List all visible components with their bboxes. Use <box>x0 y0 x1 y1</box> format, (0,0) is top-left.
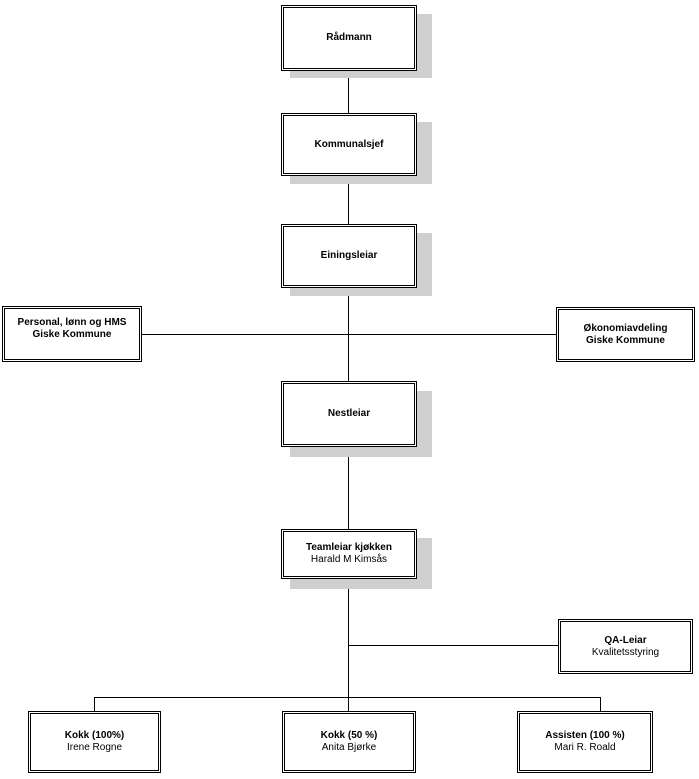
node-title: Kommunalsjef <box>314 138 384 150</box>
connector-teamleiar-children <box>348 579 349 697</box>
node-subtitle: Anita Bjørke <box>321 742 377 753</box>
node-einingsleiar: Einingsleiar <box>281 224 417 288</box>
node-title: Økonomiavdeling <box>583 322 668 334</box>
connector-to-kokk1 <box>94 697 95 711</box>
node-okonomi: Økonomiavdeling Giske Kommune <box>556 307 695 362</box>
node-title: Teamleiar kjøkken <box>306 542 392 553</box>
node-nestleiar: Nestleiar <box>281 381 417 447</box>
node-title: Rådmann <box>326 32 372 43</box>
node-title: Assisten (100 %) <box>545 730 625 741</box>
connector-nestleiar-teamleiar <box>348 447 349 529</box>
node-kommunalsjef: Kommunalsjef <box>281 113 417 176</box>
node-subtitle: Harald M Kimsås <box>310 554 388 565</box>
node-title: Kokk (50 %) <box>320 730 378 741</box>
node-title: Nestleiar <box>327 408 371 419</box>
connector-to-kokk2 <box>348 697 349 711</box>
node-assisten: Assisten (100 %) Mari R. Roald <box>517 711 653 773</box>
connector-kommunalsjef-einingsleiar <box>348 176 349 224</box>
node-qa: QA-Leiar Kvalitetsstyring <box>558 619 693 674</box>
node-personal: Personal, lønn og HMS Giske Kommune <box>2 306 142 362</box>
connector-children-horizontal <box>94 697 601 698</box>
node-title: Personal, lønn og HMS <box>17 317 127 328</box>
node-subtitle: Kvalitetsstyring <box>591 646 660 658</box>
connector-to-assisten <box>600 697 601 711</box>
node-radmann: Rådmann <box>281 5 417 71</box>
node-subtitle: Irene Rogne <box>66 742 123 753</box>
node-title: Kokk (100%) <box>64 730 125 741</box>
node-kokk2: Kokk (50 %) Anita Bjørke <box>282 711 416 773</box>
node-teamleiar: Teamleiar kjøkken Harald M Kimsås <box>281 529 417 579</box>
node-subtitle: Giske Kommune <box>32 329 112 340</box>
node-subtitle: Giske Kommune <box>586 334 665 346</box>
connector-qa-branch <box>348 645 558 646</box>
connector-horizontal-staff <box>142 334 556 335</box>
node-title: QA-Leiar <box>604 634 647 646</box>
node-title: Einingsleiar <box>320 250 378 261</box>
node-kokk1: Kokk (100%) Irene Rogne <box>28 711 161 773</box>
connector-radmann-kommunalsjef <box>348 71 349 113</box>
node-subtitle: Mari R. Roald <box>554 742 616 753</box>
